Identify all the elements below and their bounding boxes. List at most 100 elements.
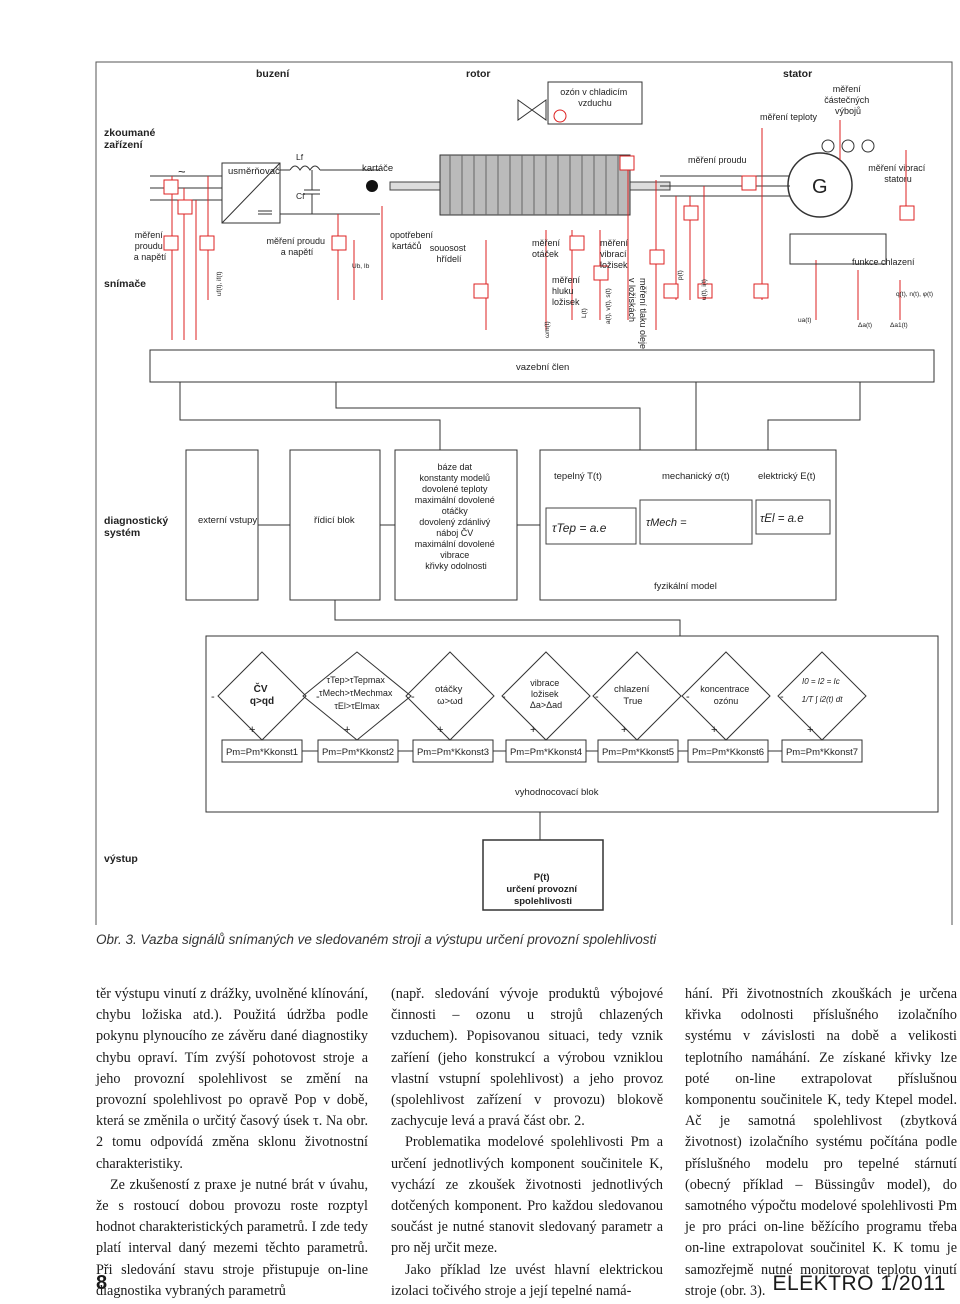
output-label: P(t) určení provozní spolehlivosti [506,872,579,907]
sig-ub: Ub, Ib [352,263,370,270]
paragraph: Problematika modelové spolehlivosti Pm a… [391,1134,663,1257]
eval-6: koncentrace ozónu [700,684,752,706]
formula-mech: τMech = [646,517,687,529]
sensor-label-chlazeni: funkce chlazení [852,257,915,267]
vyhodnocovaci-label: vyhodnocovací blok [515,787,599,798]
row-label-vystup: výstup [104,853,138,865]
sensor-label-vibraci: měření vibrací ložisek [600,238,631,270]
formula-el-box [755,499,831,535]
row-label-zarizeni: zkoumané zařízení [104,127,158,151]
minus-1: - [211,691,215,703]
plus-4: + [530,724,536,736]
formula-tep: τTep = a.e [552,521,607,535]
plus-2: + [344,724,350,736]
minus-5: - [595,691,599,703]
header-buzeni: buzení [256,68,290,80]
formula-el: τEl = a.e [760,513,804,525]
minus-4: - [502,691,506,703]
sig-vib: a(t), v(t), s(t) [605,288,612,324]
sensor-label-opotrebeni: opotřebení kartáčů [390,230,436,251]
elektricky-label: elektrický E(t) [758,471,816,482]
sensor-label-souosost: souosost hřídelí [430,243,469,264]
rectifier-label: usměrňovač [228,166,280,177]
sig-uf: uf(t), if(t) [216,271,223,296]
cf-label: Cf [296,191,305,201]
journal-name: ELEKTRO 1/2011 [772,1272,946,1295]
eval-7: I0 = I2 = Ic 1/T ∫ i2(t) dt [802,677,844,704]
sig-p: p(t) [677,270,684,280]
paragraph: Ze zkušeností z praxe je nutné brát v úv… [96,1176,368,1299]
eval-1: ČV q>qd [250,682,274,707]
paragraph: (např. sledování vývoje produktů výbojov… [391,986,663,1130]
generator-label: G [812,176,828,198]
stator-vib-label: měření vibrací statoru [868,163,928,184]
text-column-2: (např. sledování vývoje produktů výbojov… [391,984,663,1302]
ridici-blok-label: řídicí blok [314,515,355,526]
row-label-diag: diagnostický systém [104,515,171,539]
rectifier-box [221,162,281,224]
cooling-unit [789,233,887,265]
fyz-model-label: fyzikální model [654,581,717,592]
baze-dat-label: báze dat konstanty modelů dovolené teplo… [415,462,498,571]
sig-ua: ua(t) [798,317,811,324]
plus-5: + [621,724,627,736]
row-label-snimace: snímače [104,278,146,290]
vazebni-clen-box [149,349,935,383]
tepelny-label: tepelný T(t) [554,471,602,482]
paragraph: Jako příklad lze uvést hlavní elektricko… [391,1261,663,1299]
text-column-1: těr výstupu vinutí z drážky, uvolněné kl… [96,984,368,1302]
rotor-body [439,154,631,216]
pm-2: Pm=Pm*Kkonst2 [322,747,394,758]
plus-7: + [807,724,813,736]
eval-4: vibrace ložisek Δa>Δad [530,678,562,710]
minus-6: - [686,691,690,703]
pd-label: měření částečných výbojů [824,84,872,116]
vyhodnocovaci-blok-box [205,635,939,813]
sensor-label-tlaku: měření tlaku oleje v ložiskách [627,278,648,352]
ozone-label: ozón v chladicím vzduchu [560,87,630,108]
text-column-3: hání. Při životnostních zkouškách je urč… [685,984,957,1302]
figure-caption: Obr. 3. Vazba signálů snímaných ve sledo… [96,932,657,947]
mechanicky-label: mechanický σ(t) [662,471,730,482]
ac-symbol: ~ [178,164,186,179]
sig-u: u(t), i(t) [701,279,708,300]
eval-2: τTep>τTepmax τMech>τMechmax τEl>τElmax [319,675,395,711]
fan-icon [517,99,547,121]
figure-diagram: buzení rotor stator zkoumané zařízení sn… [95,61,953,925]
generator-symbol [787,152,853,218]
formula-mech-box [639,499,753,545]
pm-6: Pm=Pm*Kkonst6 [692,747,764,758]
externi-vstupy-label: externí vstupy [198,515,257,526]
figure-frame [95,61,953,925]
pm-7: Pm=Pm*Kkonst7 [786,747,858,758]
paragraph: těr výstupu vinutí z drážky, uvolněné kl… [96,986,368,1172]
sig-omega: ωm(t) [544,321,551,338]
sig-l: L(t) [581,308,588,318]
current-label: měření proudu [688,155,747,165]
sensor-label-hluku: měření hluku ložisek [552,275,583,307]
page-number: 8 [96,1272,108,1294]
sig-d2: Δa1(t) [890,322,908,329]
temp-label: měření teploty [760,112,818,122]
ozone-sensor-box [547,81,643,125]
sensor-label-otacek: měření otáček [532,238,563,259]
sensor-label-2: měření proudu a napětí [266,236,327,257]
ozone-icon [553,109,567,123]
sensor-label-1: měření proudu a napětí [134,230,167,262]
pm-5: Pm=Pm*Kkonst5 [602,747,674,758]
eval-5: chlazení True [614,684,652,707]
pm-4: Pm=Pm*Kkonst4 [510,747,582,758]
plus-1: + [249,724,255,736]
lf-label: Lf [296,152,304,162]
sig-q: q(t), n(t), φ(t) [896,291,933,298]
plus-3: + [437,724,443,736]
minus-2: - [316,691,320,703]
pm-1: Pm=Pm*Kkonst1 [226,747,298,758]
minus-7: - [780,691,784,703]
formula-tep-box [545,507,637,545]
vazebni-clen-label: vazební člen [516,362,569,373]
header-stator: stator [783,68,812,80]
header-rotor: rotor [466,68,491,80]
paragraph: hání. Při životnostních zkouškách je urč… [685,986,957,1299]
output-box [482,839,604,911]
